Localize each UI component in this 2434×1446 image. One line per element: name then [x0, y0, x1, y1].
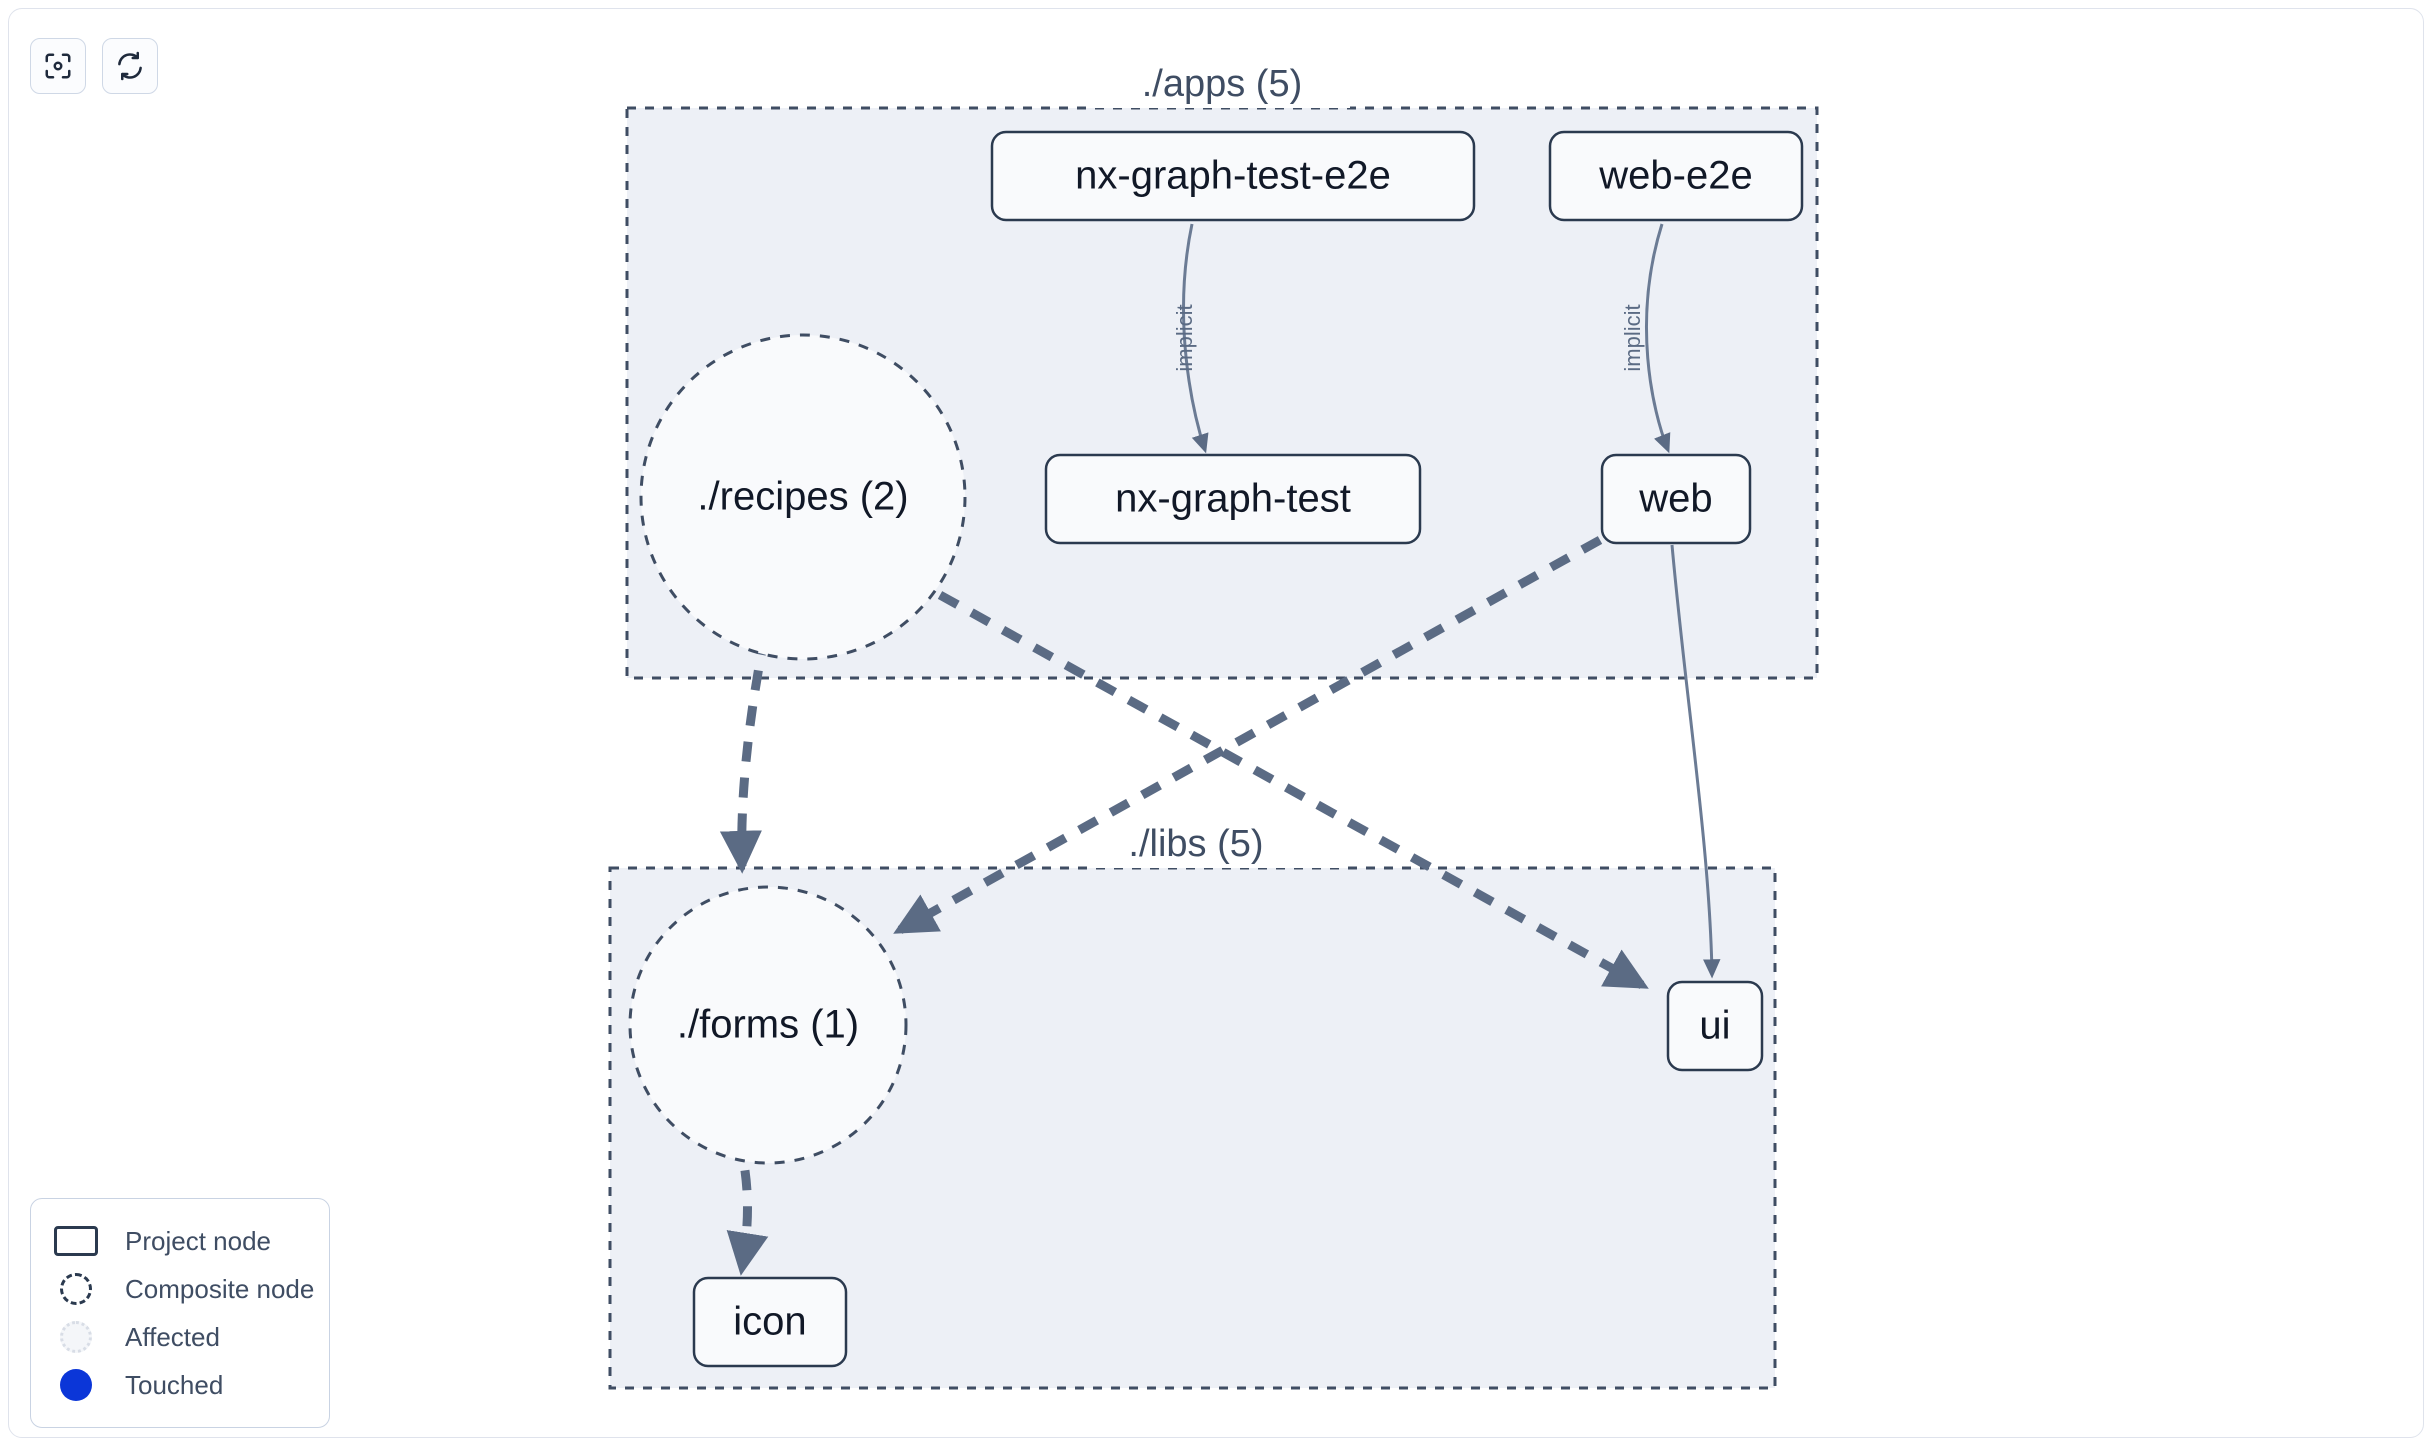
edge-label-implicit-nx-graph-test: implicit — [1172, 304, 1197, 371]
viewfinder-icon — [43, 51, 73, 81]
node-web-e2e[interactable]: web-e2e — [1548, 130, 1804, 222]
group-apps-label: ./apps (5) — [1142, 63, 1303, 105]
legend-item-composite-node: Composite node — [53, 1265, 314, 1313]
node-nx-graph-test-label: nx-graph-test — [1115, 477, 1351, 521]
legend-item-affected: Affected — [53, 1313, 309, 1361]
node-forms[interactable]: ./forms (1) — [628, 885, 908, 1165]
node-icon[interactable]: icon — [692, 1276, 848, 1368]
affected-swatch — [53, 1321, 99, 1353]
node-ui-box — [1666, 980, 1764, 1072]
edge-web-to-ui — [1670, 544, 1721, 979]
edge-label-implicit-web: implicit — [1620, 304, 1645, 371]
edge-web-to-forms — [893, 536, 1603, 934]
legend-label-project-node: Project node — [125, 1225, 271, 1256]
node-web-e2e-box — [1548, 130, 1804, 222]
touched-swatch — [53, 1369, 99, 1401]
node-icon-box — [692, 1276, 848, 1368]
node-nx-graph-test-e2e-box — [990, 130, 1476, 222]
legend-item-touched: Touched — [53, 1361, 309, 1409]
group-apps-label-bg — [1090, 62, 1350, 108]
node-ui[interactable]: ui — [1666, 980, 1764, 1072]
refresh-icon — [115, 51, 145, 81]
node-forms-label: ./forms (1) — [677, 1003, 859, 1047]
edge-nx-graph-test-e2e-to-nx-graph-test — [1182, 223, 1209, 454]
node-forms-circle — [628, 885, 908, 1165]
node-web-label: web — [1638, 477, 1712, 521]
edge-recipes-to-ui — [937, 591, 1649, 989]
group-libs-label: ./libs (5) — [1128, 823, 1263, 865]
node-web[interactable]: web — [1600, 453, 1752, 545]
node-recipes-label: ./recipes (2) — [697, 475, 908, 519]
graph-toolbar — [30, 38, 158, 94]
refresh-graph-button[interactable] — [102, 38, 158, 94]
node-web-box — [1600, 453, 1752, 545]
legend-label-touched: Touched — [125, 1369, 224, 1400]
edge-recipes-to-forms — [719, 634, 770, 874]
group-libs-label-bg — [1090, 822, 1340, 868]
node-nx-graph-test-box — [1044, 453, 1422, 545]
node-recipes[interactable]: ./recipes (2) — [639, 333, 967, 661]
node-icon-label: icon — [733, 1300, 806, 1344]
graph-legend: Project node Composite node Affected Tou… — [30, 1198, 330, 1428]
node-nx-graph-test[interactable]: nx-graph-test — [1044, 453, 1422, 545]
legend-label-affected: Affected — [125, 1321, 220, 1352]
legend-label-composite-node: Composite node — [125, 1273, 315, 1304]
node-nx-graph-test-e2e[interactable]: nx-graph-test-e2e — [990, 130, 1476, 222]
edge-web-e2e-to-web — [1644, 223, 1671, 454]
legend-item-project-node: Project node — [53, 1217, 309, 1265]
focus-graph-button[interactable] — [30, 38, 86, 94]
node-web-e2e-label: web-e2e — [1598, 154, 1752, 198]
node-ui-label: ui — [1699, 1004, 1730, 1048]
composite-node-swatch — [53, 1273, 99, 1305]
node-recipes-circle — [639, 333, 967, 661]
project-node-swatch — [53, 1226, 99, 1256]
node-nx-graph-test-e2e-label: nx-graph-test-e2e — [1075, 154, 1391, 198]
